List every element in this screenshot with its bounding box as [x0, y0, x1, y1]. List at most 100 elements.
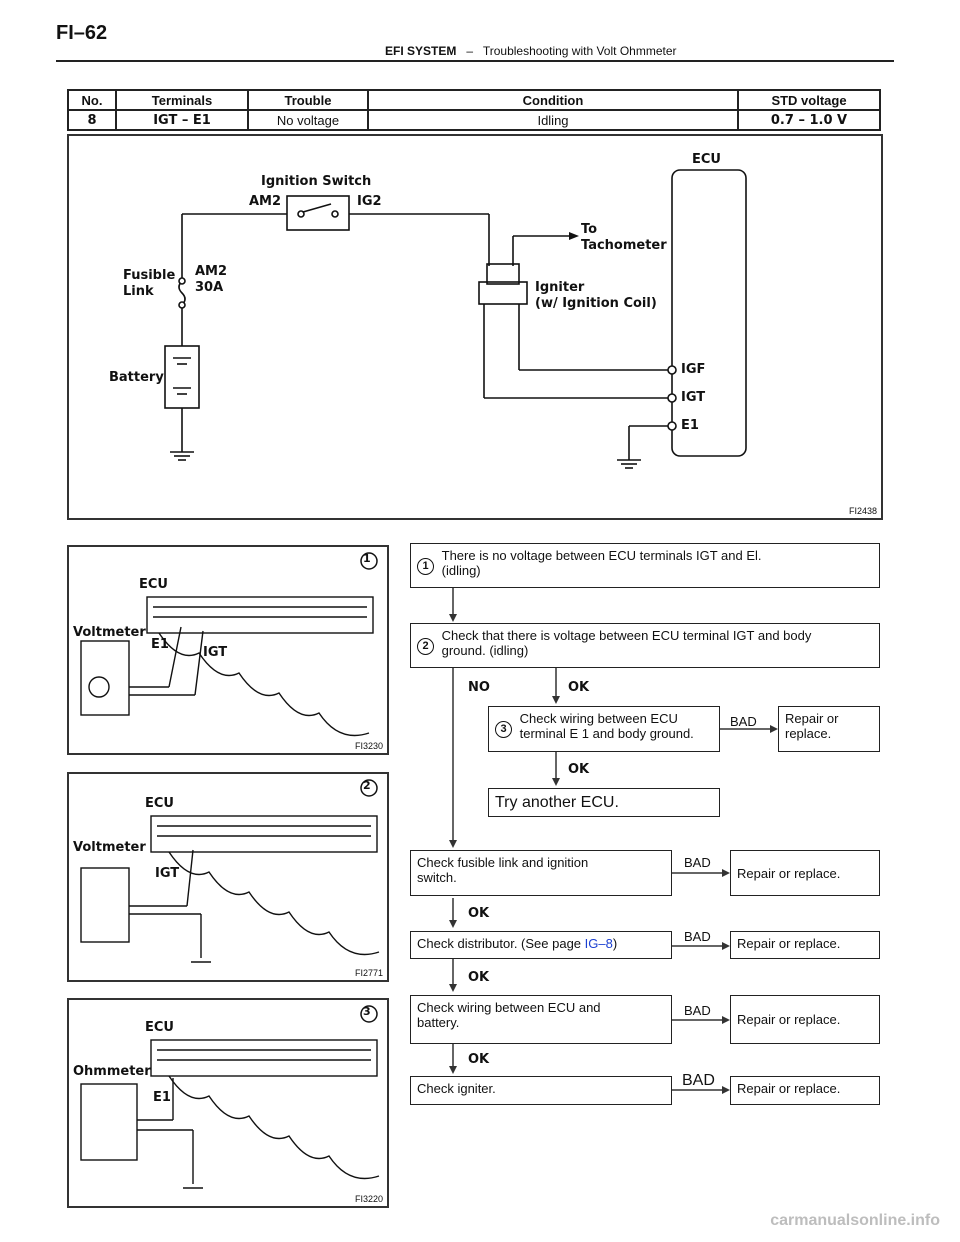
figure-1-e1-label: E1	[151, 637, 169, 652]
figure-2-code: FI2771	[354, 968, 383, 978]
step-3-line-1: Check wiring between ECU	[519, 711, 678, 726]
bad-label-5: BAD	[682, 1072, 715, 1089]
check-distributor-box: Check distributor. (See page IG–8)	[410, 931, 672, 959]
ok-label-2: OK	[568, 762, 590, 777]
igniter-note-label: (w/ Ignition Coil)	[535, 296, 657, 311]
col-std-voltage: STD voltage	[737, 89, 881, 111]
fusible-line-1: Check fusible link and ignition	[417, 855, 589, 870]
ig2-terminal-label: IG2	[357, 194, 382, 209]
ignition-switch-label: Ignition Switch	[261, 174, 372, 189]
ok-label-3: OK	[468, 906, 490, 921]
step-2-line-2: ground. (idling)	[441, 643, 529, 658]
repair-box-1: Repair or replace.	[778, 706, 880, 752]
wiring-battery-line-2: battery.	[417, 1015, 460, 1030]
figure-1-meter-label: Voltmeter	[73, 625, 146, 640]
figure-3-e1-label: E1	[153, 1090, 171, 1105]
repair-box-5: Repair or replace.	[730, 1076, 880, 1105]
fusible-line-2: switch.	[417, 870, 457, 885]
section-title: EFI SYSTEM	[385, 44, 457, 58]
section-header: EFI SYSTEM – Troubleshooting with Volt O…	[385, 44, 677, 58]
cell-terminals: IGT – E1	[115, 109, 249, 131]
step-2-number: 2	[417, 638, 434, 655]
ecu-label: ECU	[692, 152, 721, 167]
figure-1: 1 ECU Voltmeter E1 IGT FI3230	[67, 545, 389, 755]
figure-1-number: 1	[363, 552, 371, 565]
bad-label-1: BAD	[730, 714, 757, 729]
igt-terminal-label: IGT	[681, 390, 706, 405]
check-igniter-box: Check igniter.	[410, 1076, 672, 1105]
figure-3: 3 ECU Ohmmeter E1 FI3220	[67, 998, 389, 1208]
cell-trouble: No voltage	[247, 109, 369, 131]
col-no: No.	[67, 89, 117, 111]
e1-terminal-label: E1	[681, 418, 699, 433]
battery-label: Battery	[109, 370, 164, 385]
step-1-number: 1	[417, 558, 434, 575]
step-3-number: 3	[495, 721, 512, 738]
figure-2-ecu-label: ECU	[145, 796, 174, 811]
bad-label-3: BAD	[684, 929, 711, 944]
figure-2-drawing	[80, 779, 380, 963]
figure-1-ecu-label: ECU	[139, 577, 168, 592]
am2-terminal-label: AM2	[249, 194, 282, 209]
flow-step-2: 2 Check that there is voltage between EC…	[410, 623, 880, 668]
figure-1-code: FI3230	[354, 741, 383, 751]
repair-box-4: Repair or replace.	[730, 995, 880, 1044]
fuse-rating-label: 30A	[195, 280, 224, 295]
header-rule	[56, 60, 894, 62]
step-1-text: There is no voltage between ECU terminal…	[442, 548, 762, 578]
ok-label-5: OK	[468, 1052, 490, 1067]
ok-label-4: OK	[468, 970, 490, 985]
fuse-name-label: AM2	[195, 264, 228, 279]
col-condition: Condition	[367, 89, 739, 111]
spec-row: 8 IGT – E1 No voltage Idling 0.7 – 1.0 V	[67, 109, 881, 131]
wiring-lines	[164, 169, 747, 469]
distributor-page-link[interactable]: IG–8	[584, 936, 613, 951]
figure-3-ecu-label: ECU	[145, 1020, 174, 1035]
check-wiring-battery-box: Check wiring between ECU and battery.	[410, 995, 672, 1044]
figure-1-igt-label: IGT	[203, 645, 228, 660]
no-branch-label: NO	[468, 680, 490, 695]
repair-1-line-1: Repair or	[785, 711, 839, 726]
wiring-figure-code: FI2438	[848, 506, 877, 516]
cell-no: 8	[67, 109, 117, 131]
figure-2-meter-label: Voltmeter	[73, 840, 146, 855]
spec-table: No. Terminals Trouble Condition STD volt…	[67, 89, 881, 131]
step-1-line-1: There is no voltage between ECU terminal…	[441, 548, 762, 563]
repair-1-line-2: replace.	[785, 726, 832, 741]
bad-label-4: BAD	[684, 1003, 711, 1018]
step-3-line-2: terminal E 1 and body ground.	[519, 726, 694, 741]
header-separator: –	[466, 44, 474, 58]
figure-2-igt-label: IGT	[155, 866, 180, 881]
cell-condition: Idling	[367, 109, 739, 131]
repair-box-3: Repair or replace.	[730, 931, 880, 959]
step-2-line-1: Check that there is voltage between ECU …	[441, 628, 812, 643]
step-1-line-2: (idling)	[441, 563, 481, 578]
page-number: FI–62	[56, 22, 108, 44]
wiring-diagram: ECU Ignition Switch AM2 IG2 To Tachomete…	[67, 134, 883, 520]
cell-std-voltage: 0.7 – 1.0 V	[737, 109, 881, 131]
figure-3-number: 3	[363, 1005, 371, 1018]
to-label: To	[581, 222, 598, 237]
watermark-text: carmanualsonline.info	[770, 1212, 940, 1229]
wiring-battery-line-1: Check wiring between ECU and	[417, 1000, 601, 1015]
section-subtitle: Troubleshooting with Volt Ohmmeter	[482, 44, 677, 58]
step-3-text: Check wiring between ECU terminal E 1 an…	[520, 711, 694, 741]
tachometer-label: Tachometer	[581, 238, 667, 253]
col-trouble: Trouble	[247, 89, 369, 111]
check-fusible-box: Check fusible link and ignition switch.	[410, 850, 672, 896]
figure-2: 2 ECU Voltmeter IGT FI2771	[67, 772, 389, 982]
link-label: Link	[123, 284, 154, 299]
figure-1-drawing	[80, 552, 378, 737]
col-terminals: Terminals	[115, 89, 249, 111]
ok-label-1: OK	[568, 680, 590, 695]
figure-2-number: 2	[363, 779, 371, 792]
figure-3-meter-label: Ohmmeter	[73, 1064, 151, 1079]
spec-header-row: No. Terminals Trouble Condition STD volt…	[67, 89, 881, 111]
igniter-label: Igniter	[535, 280, 585, 295]
igf-terminal-label: IGF	[681, 362, 706, 377]
distributor-text: Check distributor. (See page	[417, 936, 585, 951]
try-another-ecu-box: Try another ECU.	[488, 788, 720, 817]
bad-label-2: BAD	[684, 855, 711, 870]
repair-box-2: Repair or replace.	[730, 850, 880, 896]
